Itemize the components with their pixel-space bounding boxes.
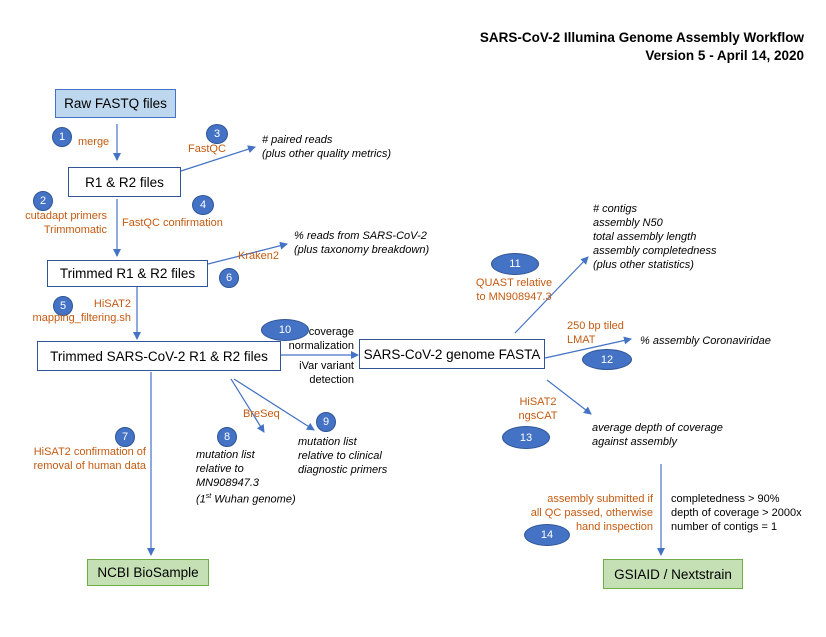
step-12-line1: 250 bp tiled (567, 320, 624, 332)
arrow-trimmed-to-reads (207, 241, 288, 265)
reads-sars-output: % reads from SARS-CoV-2 (plus taxonomy b… (294, 229, 429, 257)
step-7-label: HiSAT2 confirmation of removal of human … (30, 445, 146, 473)
step-4-label: FastQC confirmation (122, 217, 223, 229)
step-14-label: assembly submitted if all QC passed, oth… (520, 492, 653, 534)
step-badge-9: 9 (316, 412, 336, 432)
step-10-line3: iVar variant (299, 360, 354, 372)
step-2-line2: Trimmomatic (43, 224, 107, 236)
mut8-line3: MN908947.3 (196, 477, 259, 489)
step-11-line1: QUAST relative (475, 277, 553, 289)
step-14-line3: hand inspection (575, 521, 653, 533)
step-14-line2: all QC passed, otherwise (530, 507, 653, 519)
step-10-label-bottom: iVar variant detection (262, 359, 354, 387)
step-5-line1: HiSAT2 (93, 298, 131, 310)
arrow-sars-to-mut9 (233, 378, 315, 431)
step-10-line2: normalization (288, 340, 354, 352)
arrow-fasta-to-depth (546, 379, 592, 415)
step-11-line2: to MN908947.3 (476, 291, 552, 303)
arrow-r1r2-to-paired (180, 145, 256, 172)
mutation-list-wuhan: mutation list relative to MN908947.3 (1s… (196, 448, 296, 507)
mut9-line3: diagnostic primers (298, 464, 388, 476)
average-depth-coverage: average depth of coverage against assemb… (592, 421, 723, 449)
step-badge-10: 10 (261, 319, 309, 341)
contigs-line1: # contigs (593, 203, 638, 215)
step-badge-13: 13 (502, 426, 550, 449)
step-badge-3: 3 (206, 124, 228, 144)
ncbi-biosample-box: NCBI BioSample (87, 559, 209, 586)
mutation-list-primers: mutation list relative to clinical diagn… (298, 435, 387, 477)
mut8-line4-post: Wuhan genome) (211, 493, 296, 506)
trimmed-sars-box: Trimmed SARS-CoV-2 R1 & R2 files (37, 341, 281, 371)
mut9-line2: relative to clinical (298, 450, 382, 462)
submission-criteria: completedness > 90% depth of coverage > … (671, 492, 802, 534)
fasta-box: SARS-CoV-2 genome FASTA (359, 339, 545, 369)
step-8-label: BreSeq (243, 408, 280, 420)
step-badge-7: 7 (115, 427, 135, 447)
step-7-line2: removal of human data (33, 460, 146, 472)
workflow-version: Version 5 - April 14, 2020 (645, 48, 804, 63)
paired-reads-output: # paired reads (plus other quality metri… (262, 133, 391, 161)
mut8-line1: mutation list (196, 449, 255, 461)
step-7-line1: HiSAT2 confirmation of (33, 446, 146, 458)
step-10-line4: detection (309, 374, 354, 386)
step-5-line2: mapping_filtering.sh (32, 312, 131, 324)
workflow-title: SARS-CoV-2 Illumina Genome Assembly Work… (479, 30, 804, 45)
paired-line2: (plus other quality metrics) (262, 148, 391, 160)
step-10-label-top: coverage normalization (262, 325, 354, 353)
step-badge-8: 8 (217, 427, 237, 447)
step-badge-14: 14 (524, 524, 570, 546)
step-13-label: HiSAT2 ngsCAT (513, 395, 563, 423)
step-badge-12: 12 (582, 349, 632, 370)
step-5-label: HiSAT2 mapping_filtering.sh (20, 297, 131, 325)
contigs-line5: (plus other statistics) (593, 259, 694, 271)
step-badge-11: 11 (491, 253, 539, 275)
step-badge-5: 5 (53, 296, 73, 316)
criteria-line3: number of contigs = 1 (671, 521, 778, 533)
step-13-line2: ngsCAT (518, 410, 558, 422)
step-13-line1: HiSAT2 (519, 396, 557, 408)
step-3-label: FastQC (188, 143, 226, 155)
mut8-line4-pre: (1 (196, 493, 206, 506)
contigs-line4: assembly completedness (593, 245, 717, 257)
contigs-line3: total assembly length (593, 231, 697, 243)
arrow-sars-to-mut8 (230, 378, 265, 433)
criteria-line1: completedness > 90% (671, 493, 780, 505)
step-6-label: Kraken2 (238, 250, 279, 262)
r1r2-box: R1 & R2 files (68, 167, 181, 197)
step-badge-6: 6 (219, 268, 239, 288)
trimmed-box: Trimmed R1 & R2 files (47, 260, 208, 287)
reads-line1: % reads from SARS-CoV-2 (294, 230, 427, 242)
step-badge-4: 4 (192, 195, 214, 215)
paired-line1: # paired reads (262, 134, 333, 146)
mut8-line2: relative to (196, 463, 244, 475)
depth-line1: average depth of coverage (592, 422, 723, 434)
step-12-line2: LMAT (567, 334, 596, 346)
contigs-line2: assembly N50 (593, 217, 663, 229)
step-1-label: merge (78, 136, 110, 148)
step-14-line1: assembly submitted if (547, 493, 653, 505)
depth-line2: against assembly (592, 436, 677, 448)
assembly-coronaviridae: % assembly Coronaviridae (640, 335, 771, 347)
arrow-fasta-to-contigs (514, 256, 589, 334)
step-badge-1: 1 (52, 127, 72, 147)
mut9-line1: mutation list (298, 436, 357, 448)
step-12-label: 250 bp tiled LMAT (567, 319, 624, 347)
mut8-line4: (1st Wuhan genome) (196, 490, 296, 507)
step-badge-2: 2 (33, 191, 53, 211)
reads-line2: (plus taxonomy breakdown) (294, 244, 430, 256)
gsiaid-box: GSIAID / Nextstrain (603, 559, 743, 589)
raw-fastq-box: Raw FASTQ files (55, 89, 176, 118)
criteria-line2: depth of coverage > 2000x (671, 507, 802, 519)
step-10-line1: coverage (308, 326, 354, 338)
mut8-line4-sup: st (205, 493, 212, 500)
step-2-label: cutadapt primers Trimmomatic (12, 209, 107, 237)
arrow-fasta-to-corona (544, 336, 632, 359)
step-2-line1: cutadapt primers (25, 210, 107, 222)
step-11-label: QUAST relative to MN908947.3 (466, 276, 562, 304)
assembly-statistics: # contigs assembly N50 total assembly le… (593, 202, 717, 272)
